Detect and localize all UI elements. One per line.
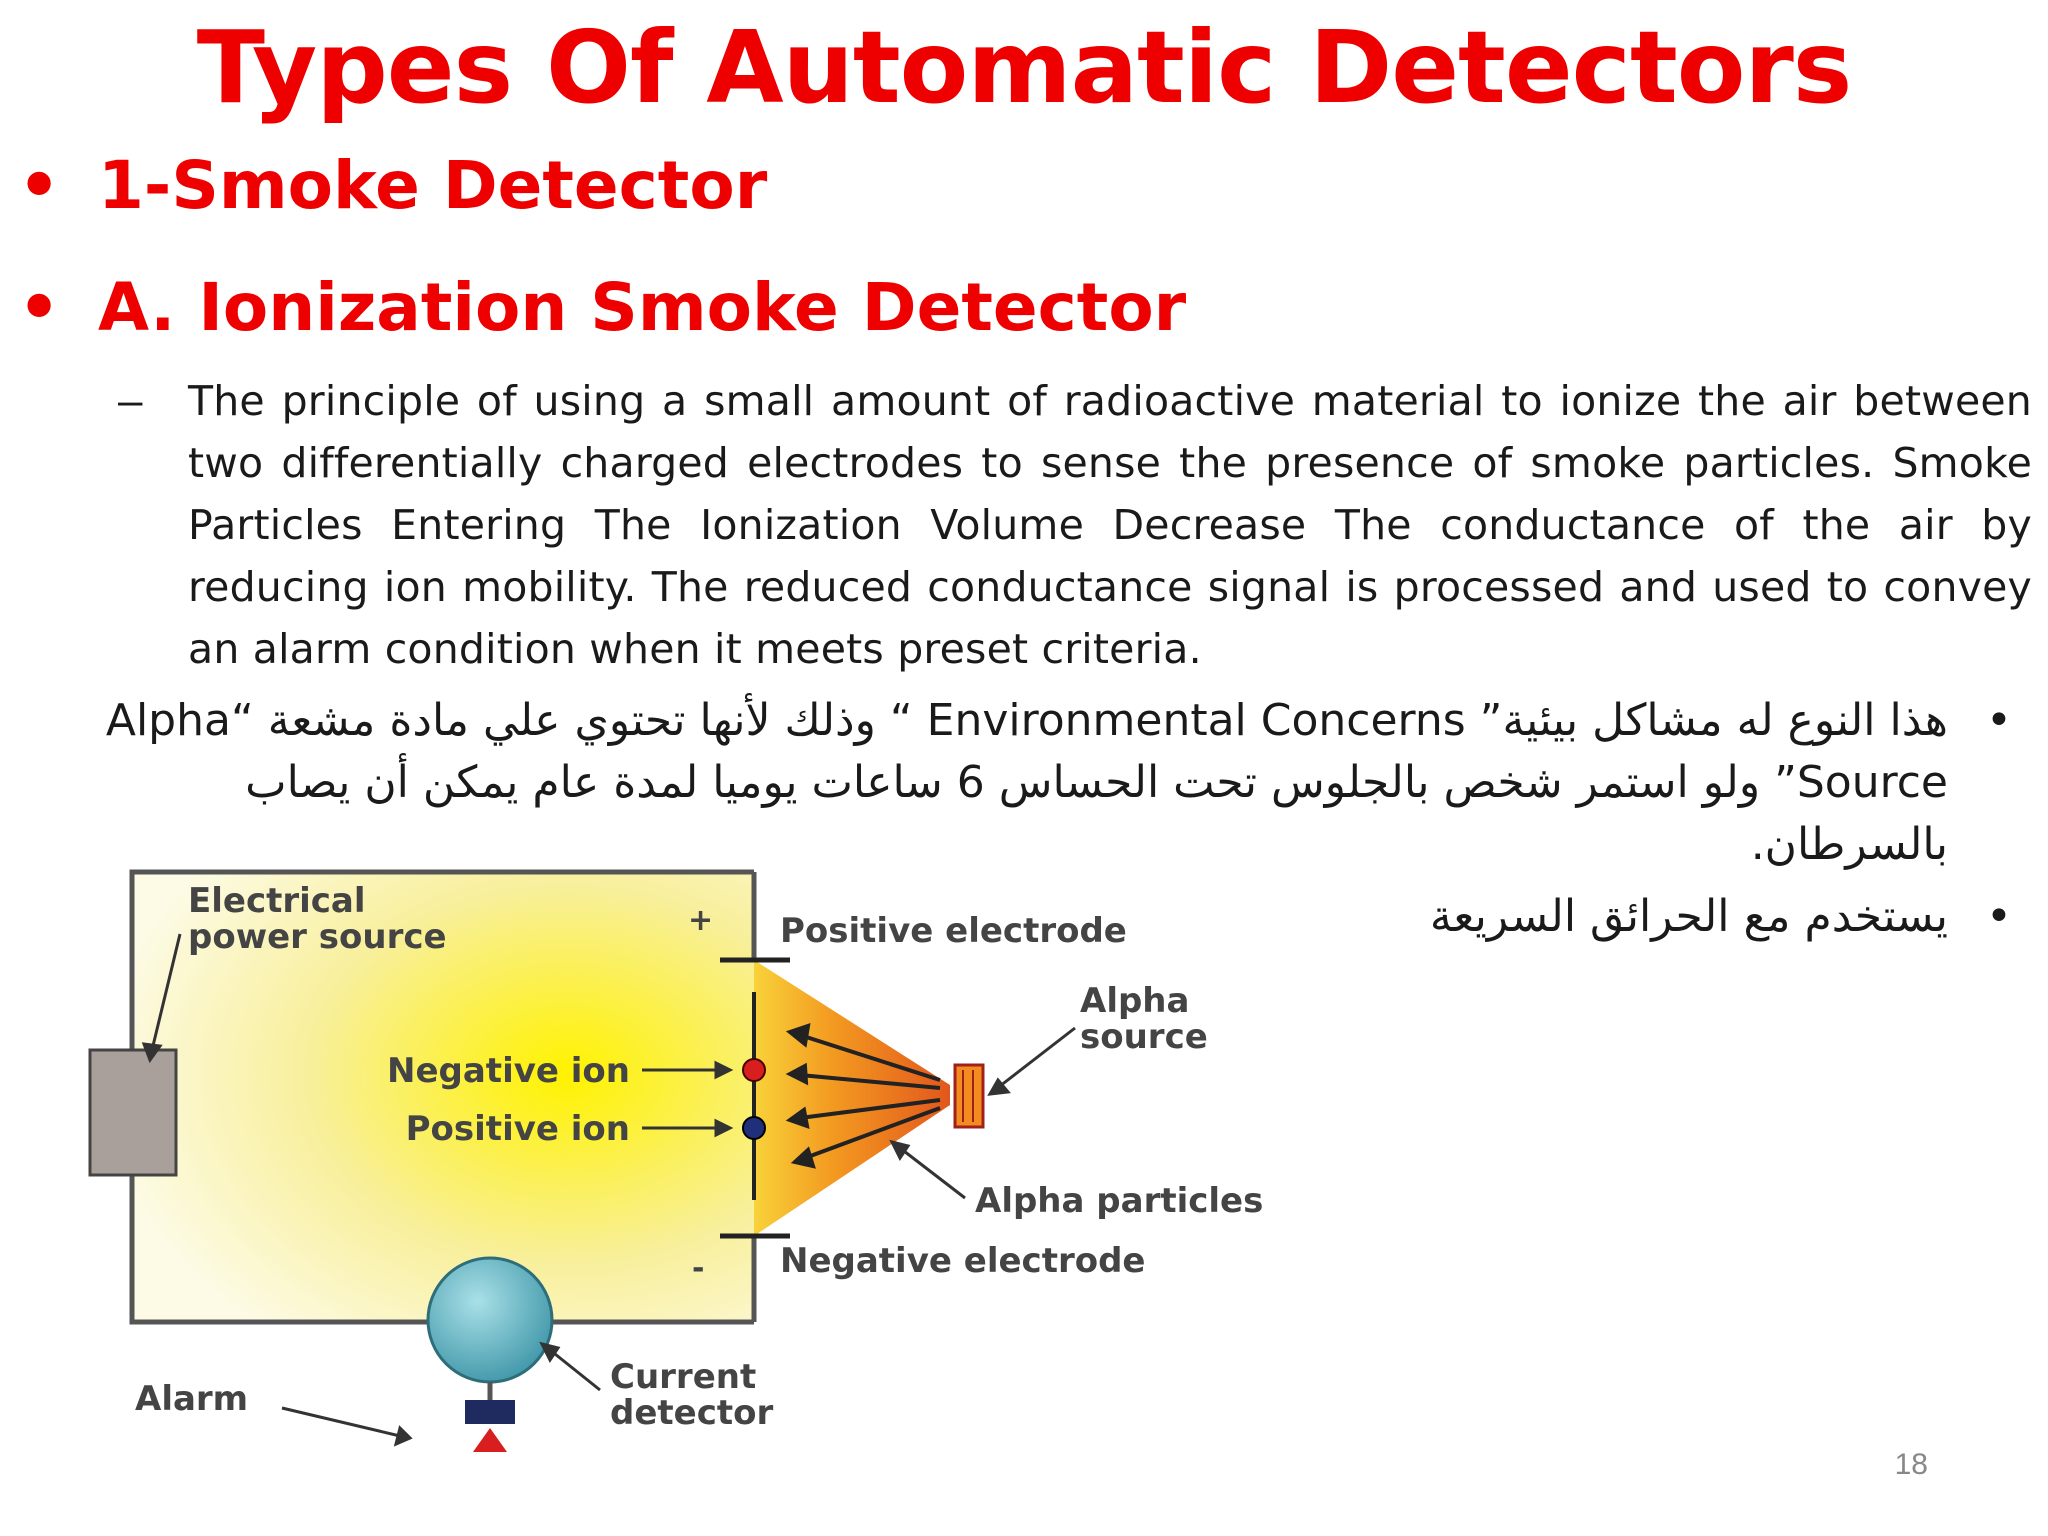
label-plus: + [688,903,713,938]
arabic-note-environmental-text: هذا النوع له مشاكل بيئية” Environmental … [105,695,1948,870]
arabic-note-fast-fires-text: يستخدم مع الحرائق السريعة [1429,891,1948,942]
bullet-dot: • [18,147,61,224]
label-power-source: power source [188,917,447,957]
label-pointers [141,933,1076,1447]
bullet-smoke-detector: • 1-Smoke Detector [18,146,767,226]
bullet-smoke-detector-label: 1-Smoke Detector [98,147,768,224]
ionization-detector-diagram: Electrical power source + - Positive ele… [60,860,1340,1480]
bullet-ionization-detector-label: A. Ionization Smoke Detector [98,269,1187,346]
label-electrical: Electrical [188,881,366,921]
principle-paragraph: The principle of using a small amount of… [188,377,2032,673]
label-alpha-particles: Alpha particles [975,1181,1263,1221]
label-source: source [1080,1017,1208,1057]
bullet-dot: • [1986,891,2012,942]
slide-title: Types Of Automatic Detectors [196,9,1853,126]
page-number: 18 [1894,1448,1928,1481]
bullet-ionization-detector: • A. Ionization Smoke Detector [18,268,1186,348]
alpha-source-box [953,1063,985,1129]
label-positive-electrode: Positive electrode [780,911,1127,951]
label-detector: detector [610,1393,773,1433]
power-source-box [88,1048,178,1177]
label-minus: - [692,1251,704,1286]
bullet-dot: • [18,269,61,346]
ionization-chamber-field [132,872,754,1322]
diagram-svg: Electrical power source + - Positive ele… [88,869,1263,1452]
alarm-triangle [473,1428,507,1452]
positive-ion-dot [742,1116,766,1140]
arabic-notes: • هذا النوع له مشاكل بيئية” Environmenta… [48,690,2048,948]
label-negative-ion: Negative ion [387,1051,630,1091]
arabic-note-environmental: • هذا النوع له مشاكل بيئية” Environmenta… [88,690,2048,876]
label-alarm: Alarm [135,1379,248,1419]
dash-marker: – [118,376,143,425]
bullet-dot: • [1986,695,2012,746]
label-alpha: Alpha [1080,981,1189,1021]
label-positive-ion: Positive ion [406,1109,630,1149]
arabic-note-fast-fires: • يستخدم مع الحرائق السريعة [1278,886,2048,948]
label-negative-electrode: Negative electrode [780,1241,1145,1281]
label-current: Current [610,1357,756,1397]
alpha-particle-arrows [785,1023,941,1169]
negative-ion-dot [742,1058,766,1082]
alarm-block [465,1400,515,1424]
alpha-radiation-cone [754,960,950,1236]
current-detector-ball [426,1256,554,1384]
